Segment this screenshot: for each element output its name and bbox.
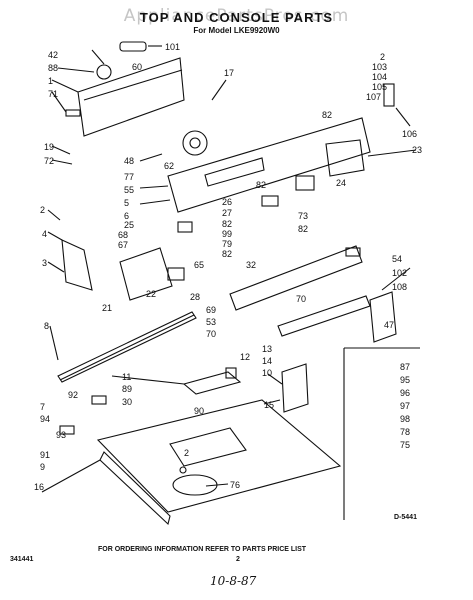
callout-22: 22 <box>146 289 156 299</box>
callout-labels: 42 88 1 71 101 60 17 19 72 48 62 77 55 5… <box>34 42 422 492</box>
callout-75: 75 <box>400 440 410 450</box>
callout-89: 89 <box>122 384 132 394</box>
callout-65: 65 <box>194 260 204 270</box>
callout-19: 19 <box>44 142 54 152</box>
callout-7: 7 <box>40 402 45 412</box>
callout-102: 102 <box>392 268 407 278</box>
ordering-note: FOR ORDERING INFORMATION REFER TO PARTS … <box>98 546 307 553</box>
watermark: AppliancePartsPros.com <box>123 6 350 26</box>
callout-82-c: 82 <box>256 180 266 190</box>
callout-68: 68 <box>118 230 128 240</box>
callout-93: 93 <box>56 430 66 440</box>
handwritten-date: 10-8-87 <box>210 574 257 588</box>
callout-23: 23 <box>412 145 422 155</box>
callout-78: 78 <box>400 427 410 437</box>
callout-32: 32 <box>246 260 256 270</box>
callout-47: 47 <box>384 320 394 330</box>
callout-72: 72 <box>44 156 54 166</box>
callout-82: 82 <box>222 219 232 229</box>
callout-4: 4 <box>42 229 47 239</box>
callout-108: 108 <box>392 282 407 292</box>
callout-1: 1 <box>48 76 53 86</box>
lid <box>182 371 242 395</box>
page-number: 2 <box>236 556 240 563</box>
callout-21: 21 <box>102 303 112 313</box>
callout-82-b: 82 <box>222 249 232 259</box>
callout-2-c: 2 <box>184 448 189 458</box>
callout-87: 87 <box>400 362 410 372</box>
callout-26: 26 <box>222 197 232 207</box>
timer-knob <box>182 130 208 156</box>
callout-104: 104 <box>372 72 387 82</box>
callout-90: 90 <box>194 406 204 416</box>
callout-2: 2 <box>40 205 45 215</box>
callout-62: 62 <box>164 161 174 171</box>
callout-27: 27 <box>222 208 232 218</box>
callout-42: 42 <box>48 50 58 60</box>
callout-79: 79 <box>222 239 232 249</box>
doc-code: 341441 <box>10 556 34 563</box>
callout-77: 77 <box>124 172 134 182</box>
model-subtitle: For Model LKE9920W0 <box>193 26 280 35</box>
callout-17: 17 <box>224 68 234 78</box>
callout-9: 9 <box>40 462 45 472</box>
callout-76: 76 <box>230 480 240 490</box>
callout-13: 13 <box>262 344 272 354</box>
callout-2-b: 2 <box>380 52 385 62</box>
callout-60: 60 <box>132 62 142 72</box>
callout-8: 8 <box>44 321 49 331</box>
callout-5: 5 <box>124 198 129 208</box>
callout-28: 28 <box>190 292 200 302</box>
top-panel <box>96 399 342 513</box>
callout-14: 14 <box>262 356 272 366</box>
callout-92: 92 <box>68 390 78 400</box>
callout-55: 55 <box>124 185 134 195</box>
callout-25: 25 <box>124 220 134 230</box>
callout-11: 11 <box>122 372 131 382</box>
callout-95: 95 <box>400 375 410 385</box>
callout-53: 53 <box>206 317 216 327</box>
diagram-title: TOP AND CONSOLE PARTS <box>139 10 334 25</box>
callout-99: 99 <box>222 229 232 239</box>
callout-3: 3 <box>42 258 47 268</box>
callout-16: 16 <box>34 482 44 492</box>
callout-6: 6 <box>124 211 129 221</box>
callout-88: 88 <box>48 63 58 73</box>
callout-97: 97 <box>400 401 410 411</box>
callout-10: 10 <box>262 368 272 378</box>
figure-code: D-5441 <box>394 514 417 521</box>
callout-71: 71 <box>48 89 58 99</box>
callout-94: 94 <box>40 414 50 424</box>
callout-106: 106 <box>402 129 417 139</box>
callout-30: 30 <box>122 397 132 407</box>
callout-73: 73 <box>298 211 308 221</box>
callout-98: 98 <box>400 414 410 424</box>
callout-105: 105 <box>372 82 387 92</box>
callout-70-b: 70 <box>206 329 216 339</box>
callout-67: 67 <box>118 240 128 250</box>
callout-101: 101 <box>165 42 180 52</box>
callout-91: 91 <box>40 450 50 460</box>
callout-15: 15 <box>264 400 274 410</box>
callout-54: 54 <box>392 254 402 264</box>
callout-70: 70 <box>296 294 306 304</box>
callout-24: 24 <box>336 178 346 188</box>
callout-96: 96 <box>400 388 410 398</box>
control-panel-strip <box>229 245 363 311</box>
backsplash-panel <box>77 57 185 137</box>
callout-69: 69 <box>206 305 216 315</box>
callout-103: 103 <box>372 62 387 72</box>
callout-12: 12 <box>240 352 250 362</box>
callout-82-e: 82 <box>322 110 332 120</box>
callout-82-d: 82 <box>298 224 308 234</box>
callout-107: 107 <box>366 92 381 102</box>
console-panel <box>167 117 371 213</box>
callout-48: 48 <box>124 156 134 166</box>
